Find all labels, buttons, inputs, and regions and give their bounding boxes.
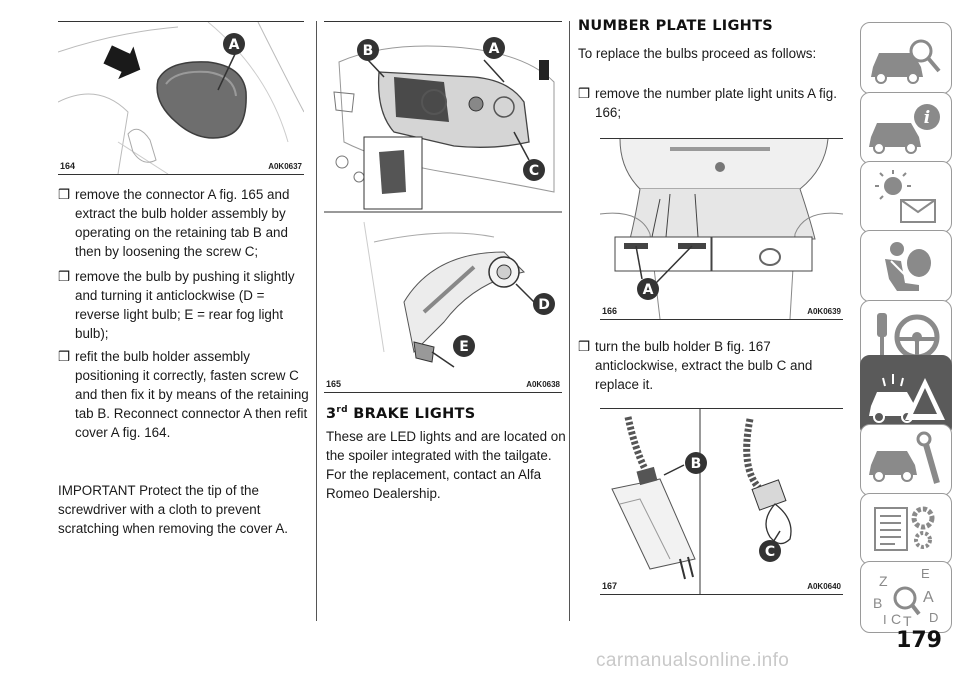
svg-text:T: T [903,613,912,629]
bullet-item: ❒ refit the bulb holder assembly positio… [58,347,310,442]
car-breakdown-warning-icon [869,374,945,423]
checkbox-bullet-icon: ❒ [58,269,71,284]
chapter-tab-9[interactable]: Z E B A C T D I [860,561,952,633]
svg-text:A: A [489,41,500,57]
section-heading: 3rd BRAKE LIGHTS [326,405,476,422]
bullet-item: ❒ remove the connector A fig. 165 and ex… [58,185,310,261]
section-heading: NUMBER PLATE LIGHTS [578,18,774,34]
bullet-text: remove the bulb by pushing it slightly a… [75,269,295,341]
bullet-item: ❒ turn the bulb holder B fig. 167 anticl… [578,337,842,394]
svg-text:C: C [765,544,775,560]
chapter-tab-7[interactable] [860,424,952,496]
figure-166-illustration [600,139,843,319]
callout-b: B [357,39,379,61]
figure-number: 166 [602,306,618,316]
svg-text:B: B [691,456,702,472]
svg-text:E: E [459,339,469,355]
figure-number: 165 [326,379,342,389]
callout-b: B [685,452,707,474]
technical-data-list-gear-icon [874,506,935,551]
checkbox-bullet-icon: ❒ [58,187,71,202]
figure-165-illustration [324,45,562,368]
car-maintenance-wrench-icon [869,431,940,484]
column-divider [316,21,317,621]
chapter-tab-4[interactable] [860,230,952,302]
figure-code: A0K0640 [807,582,841,591]
svg-text:i: i [924,108,930,128]
figure-code: A0K0637 [268,162,302,171]
svg-text:I: I [883,612,887,627]
svg-text:B: B [363,43,374,59]
callout-c: C [523,159,545,181]
bullet-text: turn the bulb holder B fig. 167 anticloc… [595,339,813,392]
checkbox-bullet-icon: ❒ [578,339,591,354]
callout-a: A [483,37,505,59]
important-note: IMPORTANT Protect the tip of the screwdr… [58,483,288,536]
car-search-icon [871,39,941,84]
figure-165: B A C D E 165 A0K0638 [324,21,562,393]
figure-number: 167 [602,581,618,591]
airbag-seat-icon [885,242,931,291]
warning-light-envelope-icon [875,170,936,223]
column-divider [569,21,570,621]
watermark: carmanualsonline.info [596,650,790,671]
svg-text:D: D [538,297,550,313]
svg-text:D: D [929,610,938,625]
svg-text:E: E [921,566,930,581]
figure-164: A 164 A0K0637 [58,21,304,175]
page-number: 179 [896,628,942,653]
svg-text:C: C [891,611,901,627]
alphabetical-index-icon: Z E B A C T D I [873,566,938,629]
callout-a: A [637,278,659,300]
chapter-tab-1[interactable] [860,22,952,94]
section-body: These are LED lights and are located on … [326,429,566,501]
figure-code: A0K0639 [807,307,841,316]
bullet-text: remove the connector A fig. 165 and extr… [75,187,290,259]
svg-text:A: A [229,37,240,53]
checkbox-bullet-icon: ❒ [58,349,71,364]
svg-text:B: B [873,595,882,611]
chapter-tab-6-current[interactable] [860,355,952,437]
figure-code: A0K0638 [526,380,560,389]
car-info-icon: i [869,104,940,154]
callout-a: A [223,33,245,55]
figure-166: A 166 A0K0639 [600,138,843,320]
section-intro: To replace the bulbs proceed as follows: [578,46,817,61]
svg-text:A: A [643,282,654,298]
bullet-item: ❒ remove the bulb by pushing it slightly… [58,267,310,343]
callout-e: E [453,335,475,357]
figure-number: 164 [60,161,76,171]
callout-c: C [759,540,781,562]
svg-text:C: C [529,163,539,179]
figure-164-illustration [58,22,304,174]
chapter-tab-8[interactable] [860,493,952,565]
figure-167: B C 167 A0K0640 [600,408,843,595]
svg-text:A: A [923,589,934,606]
chapter-tab-3[interactable] [860,161,952,233]
bullet-item: ❒ remove the number plate light units A … [578,84,842,122]
bullet-text: refit the bulb holder assembly positioni… [75,349,309,440]
figure-167-illustration [611,409,792,594]
checkbox-bullet-icon: ❒ [578,86,591,101]
callout-d: D [533,293,555,315]
svg-text:Z: Z [879,573,888,589]
bullet-text: remove the number plate light units A fi… [595,86,837,120]
chapter-tab-2[interactable]: i [860,92,952,164]
